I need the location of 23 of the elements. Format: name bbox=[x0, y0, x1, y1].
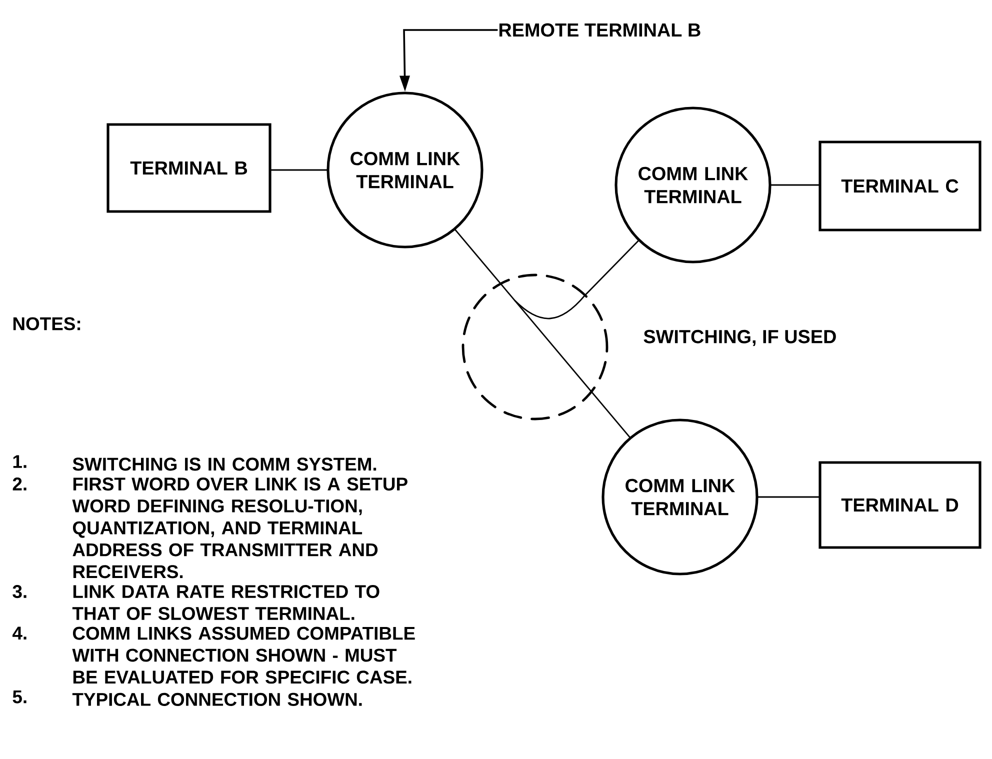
note-text: FIRST WORD OVER LINK IS A SETUP WORD DEFINING RESOLU-TION, QUANTIZATION, AND TERMINAL ADDRESS OF TRANSMITTER AND RECEIVERS. bbox=[72, 478, 408, 578]
connector-line bbox=[590, 391, 630, 438]
connector-line bbox=[770, 184, 820, 186]
connector-line bbox=[454, 229, 502, 284]
note-text: LINK DATA RATE RESTRICTED TO THAT OF SLOWEST TERMINAL. bbox=[72, 585, 380, 620]
terminal-box: TERMINAL B bbox=[106, 123, 272, 213]
connector-line bbox=[584, 240, 639, 296]
note-number: 4. bbox=[12, 626, 26, 640]
terminal-box: TERMINAL C bbox=[818, 140, 982, 232]
terminal-box: TERMINAL D bbox=[818, 461, 982, 549]
note-text: COMM LINKS ASSUMED COMPATIBLE WITH CONNECTION SHOWN - MUST BE EVALUATED FOR SPECIFIC CASE. bbox=[72, 626, 415, 684]
note-number: 1. bbox=[13, 455, 26, 468]
callout-label: REMOTE TERMINAL B bbox=[499, 23, 700, 37]
switching-circle bbox=[462, 274, 608, 420]
note-number: 2. bbox=[12, 478, 26, 490]
note-number: 3. bbox=[12, 585, 26, 598]
notes-heading: NOTES: bbox=[13, 317, 80, 330]
connector-line bbox=[758, 496, 820, 498]
note-text: TYPICAL CONNECTION SHOWN. bbox=[72, 692, 362, 706]
connector-line bbox=[270, 169, 328, 171]
note-number: 5. bbox=[12, 690, 26, 704]
switching-label: SWITCHING, IF USED bbox=[644, 330, 836, 346]
note-text: SWITCHING IS IN COMM SYSTEM. bbox=[72, 458, 376, 471]
